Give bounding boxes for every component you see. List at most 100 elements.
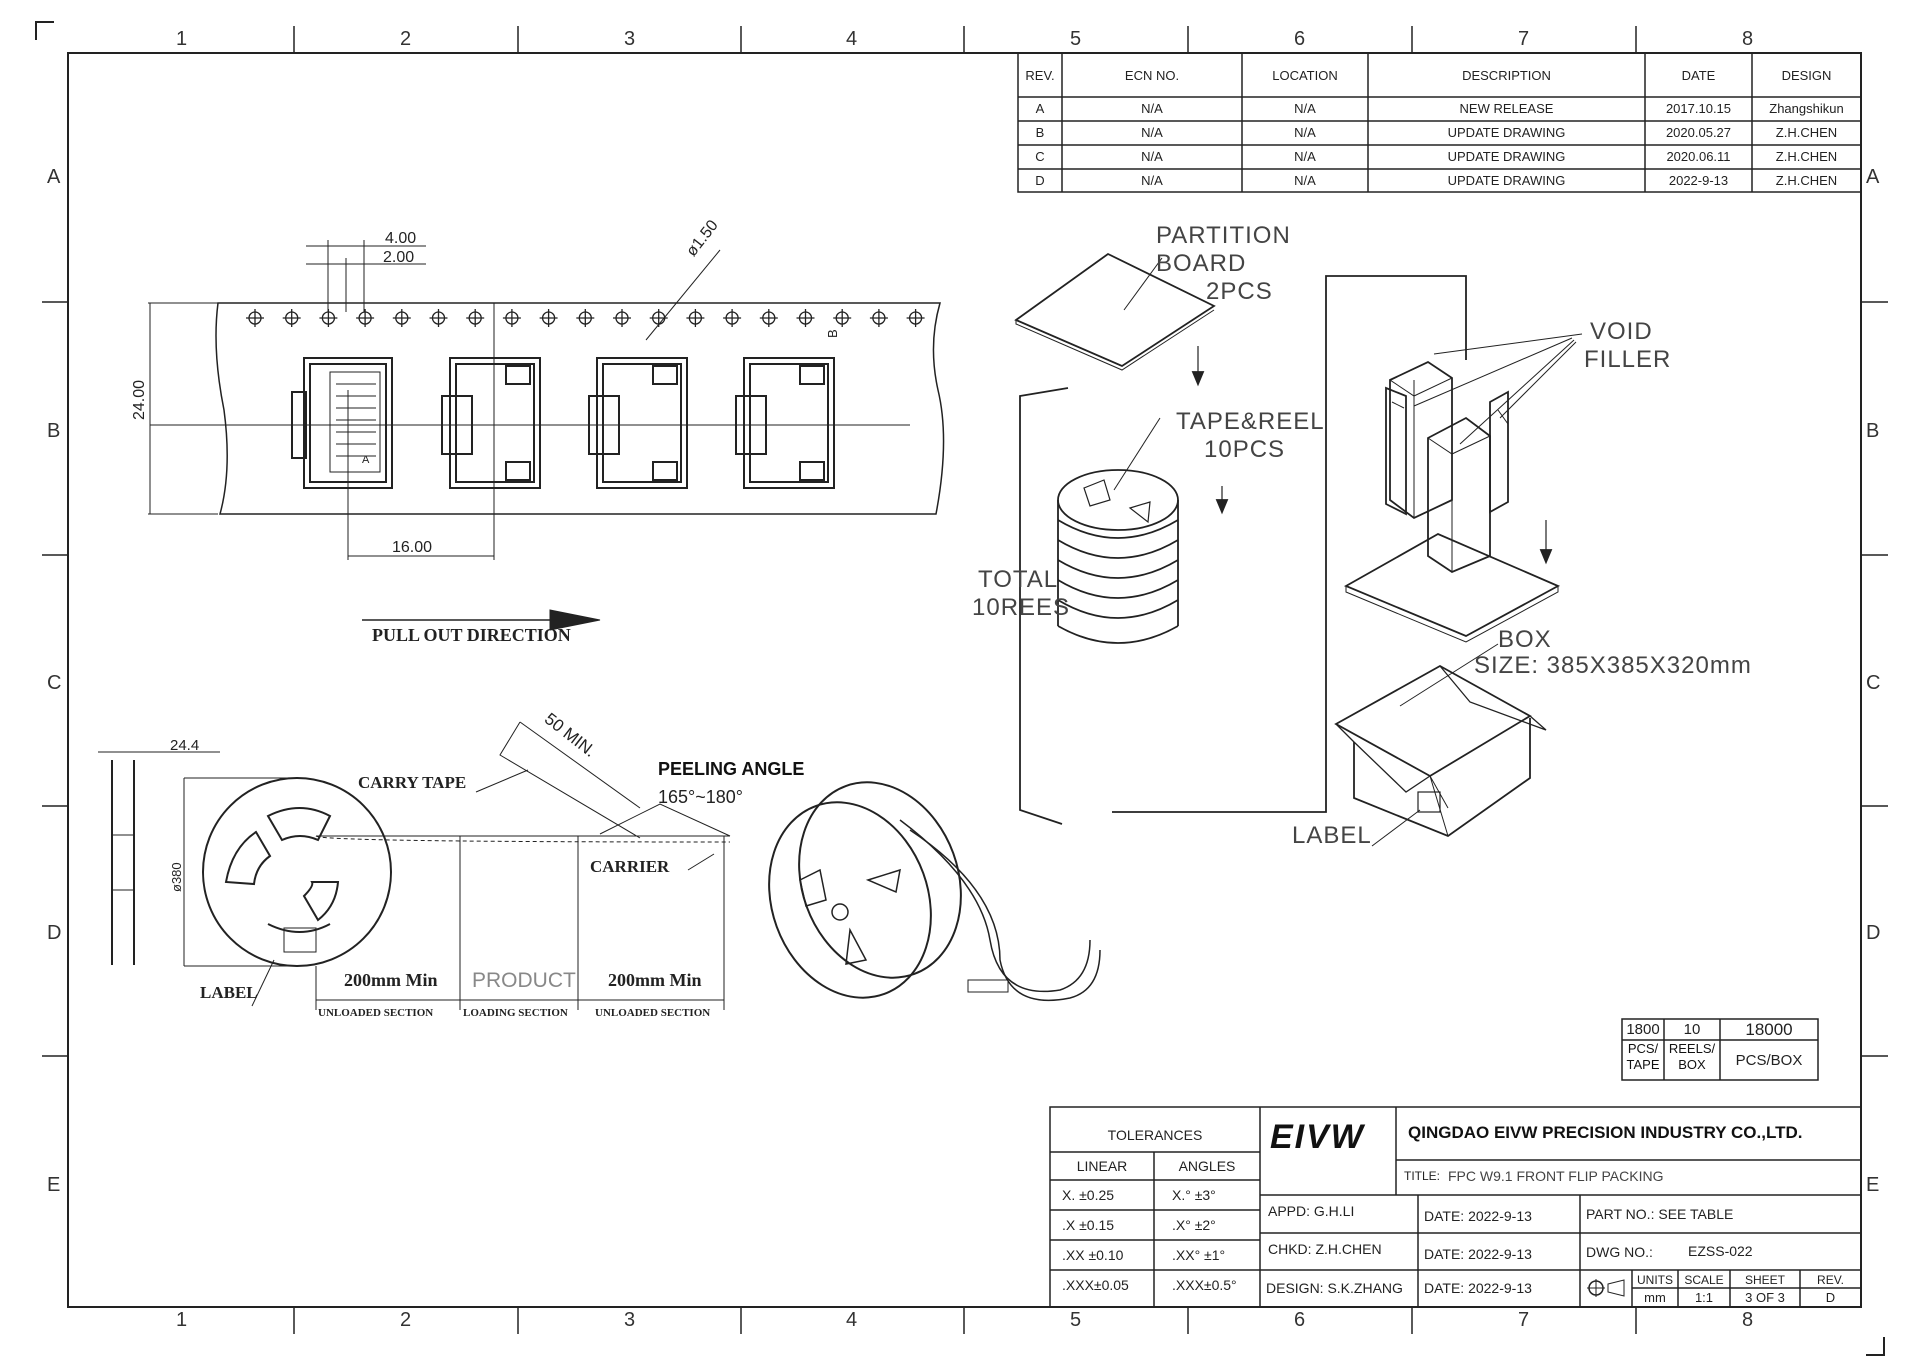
reel-label-callout: LABEL — [200, 983, 258, 1002]
box-size-label: SIZE: 385X385X320mm — [1474, 652, 1752, 679]
rev-header-5: DESIGN — [1781, 67, 1832, 83]
void-label: VOID — [1590, 318, 1653, 345]
tolerance-linear-3: .XXX±0.05 — [1062, 1277, 1129, 1293]
zone-col-bottom-1: 1 — [176, 1309, 188, 1331]
zone-row-right-D: D — [1866, 922, 1881, 944]
revision-table-grid — [1017, 52, 1862, 193]
sprocket-hole — [246, 309, 264, 327]
rev-cell-0-4: 2017.10.15 — [1665, 101, 1732, 116]
dim-reel-diameter: ø380 — [169, 862, 184, 892]
rev-cell-1-2: N/A — [1294, 125, 1316, 140]
projection-symbol-icon — [1588, 1280, 1589, 1281]
carrier-tape-view — [148, 240, 945, 560]
zone-row-left-A: A — [47, 166, 61, 188]
approved-date: DATE: 2022-9-13 — [1424, 1208, 1532, 1224]
drawing-number-label: DWG NO.: — [1586, 1244, 1653, 1260]
zone-col-bottom-4: 4 — [846, 1309, 858, 1331]
zone-col-top-3: 3 — [624, 28, 636, 50]
total-qty-label: 10REES — [972, 594, 1071, 621]
sprocket-hole — [833, 309, 852, 327]
zone-col-bottom-7: 7 — [1518, 1309, 1530, 1331]
sprocket-hole — [796, 309, 815, 327]
zone-col-bottom-6: 6 — [1294, 1309, 1306, 1331]
pull-out-arrow — [362, 609, 601, 631]
pull-out-direction-label: PULL OUT DIRECTION — [372, 625, 571, 645]
rev-cell-3-2: N/A — [1294, 173, 1316, 188]
zone-row-right-E: E — [1866, 1174, 1880, 1196]
zone-col-bottom-8: 8 — [1742, 1309, 1754, 1331]
sprocket-hole — [466, 309, 485, 327]
rev-cell-2-1: N/A — [1141, 149, 1163, 164]
rev-cell-1-1: N/A — [1141, 125, 1163, 140]
rev-cell-2-0: C — [1035, 149, 1045, 164]
design-date: DATE: 2022-9-13 — [1424, 1280, 1532, 1296]
sprocket-hole — [319, 309, 338, 327]
zone-row-left-D: D — [47, 922, 62, 944]
rev-cell-1-0: B — [1035, 125, 1045, 140]
peeling-angle-label: PEELING ANGLE — [658, 759, 805, 779]
units-value: mm — [1644, 1290, 1666, 1305]
rev-cell-3-0: D — [1035, 173, 1045, 188]
qty-reels-per-box: 10 — [1683, 1021, 1701, 1038]
rev-header-4: DATE — [1681, 67, 1716, 83]
tape-pockets — [291, 357, 835, 489]
scale-label: SCALE — [1684, 1272, 1724, 1287]
tolerance-angle-3: .XXX±0.5° — [1172, 1277, 1237, 1293]
unloaded-section-label: UNLOADED SECTION — [318, 1007, 434, 1019]
sprocket-hole — [759, 309, 778, 327]
qty-pcs-per-tape: 1800 — [1626, 1021, 1660, 1038]
rev-cell-2-3: UPDATE DRAWING — [1447, 149, 1566, 164]
sheet-value: 3 OF 3 — [1745, 1290, 1785, 1305]
company-name: QINGDAO EIVW PRECISION INDUSTRY CO.,LTD. — [1408, 1123, 1803, 1142]
rev-cell-0-2: N/A — [1294, 101, 1316, 116]
zone-row-left-E: E — [47, 1174, 61, 1196]
packing-diagram — [1014, 252, 1583, 847]
zone-row-right-A: A — [1866, 166, 1880, 188]
rev-cell-1-3: UPDATE DRAWING — [1447, 125, 1566, 140]
zone-col-top-6: 6 — [1294, 28, 1306, 50]
sprocket-hole — [686, 309, 705, 327]
approved-by: APPD: G.H.LI — [1268, 1203, 1355, 1219]
rev-cell-1-5: Z.H.CHEN — [1775, 125, 1838, 140]
sprocket-hole — [429, 309, 448, 327]
zone-row-right-C: C — [1866, 672, 1881, 694]
board-qty-label: 2PCS — [1206, 278, 1273, 305]
rev-header-3: DESCRIPTION — [1462, 67, 1551, 83]
carry-tape-label: CARRY TAPE — [358, 773, 467, 792]
angles-heading: ANGLES — [1178, 1158, 1236, 1174]
checked-by: CHKD: Z.H.CHEN — [1268, 1241, 1382, 1257]
sprocket-hole — [869, 309, 888, 327]
sprocket-hole — [723, 309, 742, 327]
sprocket-hole — [906, 309, 925, 327]
box-label: BOX — [1498, 626, 1552, 653]
zone-col-bottom-2: 2 — [400, 1309, 412, 1331]
zone-col-top-8: 8 — [1742, 28, 1754, 50]
zone-row-left-B: B — [47, 420, 61, 442]
box-label-callout: LABEL — [1292, 822, 1372, 849]
zone-col-top-5: 5 — [1070, 28, 1082, 50]
tolerance-linear-1: .X ±0.15 — [1062, 1217, 1115, 1233]
marker-b: B — [825, 329, 840, 338]
title-label: TITLE: — [1404, 1169, 1441, 1183]
rev-cell-1-4: 2020.05.27 — [1665, 125, 1732, 140]
loaded-length-label: 200mm Min — [608, 970, 702, 990]
rev-cell-2-4: 2020.06.11 — [1666, 149, 1731, 164]
rev-value: D — [1825, 1290, 1836, 1305]
unloaded-section-label-2: UNLOADED SECTION — [595, 1007, 711, 1019]
corner-mark-br — [1866, 1337, 1885, 1356]
rev-cell-3-3: UPDATE DRAWING — [1447, 173, 1566, 188]
corner-mark-tl — [35, 21, 54, 40]
zone-col-top-2: 2 — [400, 28, 412, 50]
sprocket-hole — [613, 309, 631, 327]
zone-col-bottom-3: 3 — [624, 1309, 636, 1331]
rev-header-0: REV. — [1025, 67, 1055, 83]
rev-cell-2-5: Z.H.CHEN — [1775, 149, 1838, 164]
qty-label-pcs-box: PCS/BOX — [1735, 1051, 1803, 1069]
dim-cavity-pitch: 16.00 — [392, 539, 433, 556]
tape-reel-qty-label: 10PCS — [1204, 436, 1286, 463]
tape-reel-label: TAPE&REEL — [1176, 408, 1325, 435]
qty-label-pcs-tape: PCS/TAPE — [1626, 1041, 1660, 1072]
designed-by: DESIGN: S.K.ZHANG — [1266, 1280, 1403, 1296]
units-label: UNITS — [1637, 1272, 1673, 1287]
zone-row-right-B: B — [1866, 420, 1880, 442]
